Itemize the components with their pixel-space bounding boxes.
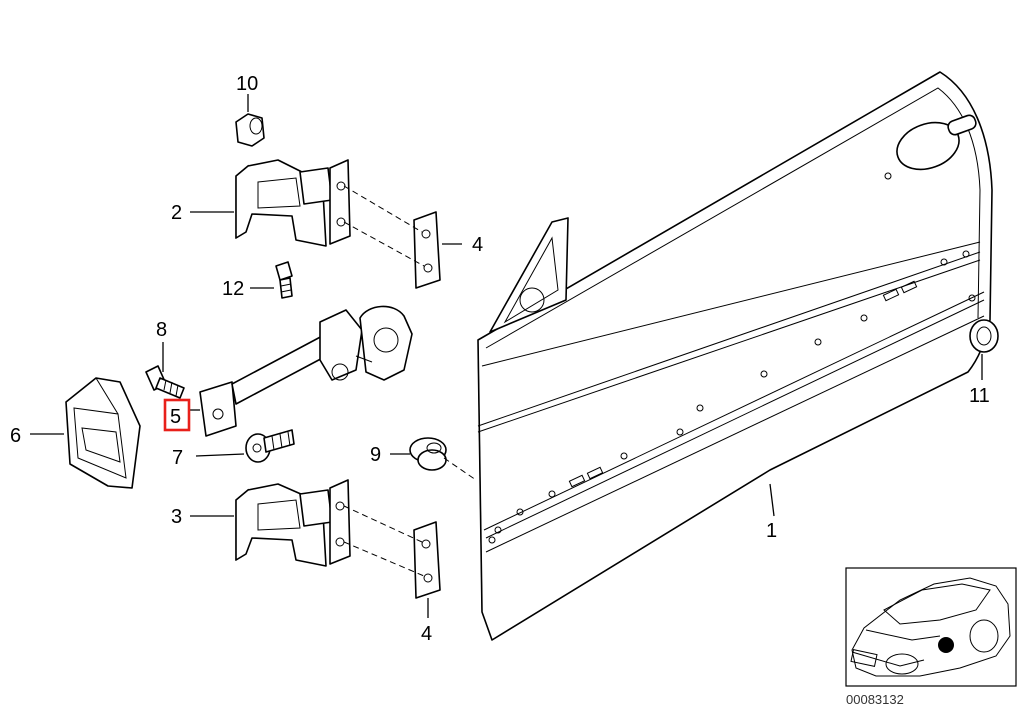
callout-grommet-11: 11 bbox=[969, 385, 990, 407]
callout-door: 1 bbox=[766, 520, 777, 542]
callout-upper-shim: 4 bbox=[472, 234, 483, 256]
nut-10[interactable] bbox=[235, 113, 265, 147]
lower-shim[interactable] bbox=[343, 505, 441, 599]
upper-hinge[interactable] bbox=[235, 159, 351, 247]
callout-lower-shim: 4 bbox=[421, 623, 432, 645]
door-panel[interactable] bbox=[477, 71, 993, 641]
bolt-12[interactable] bbox=[275, 261, 293, 299]
grommet-11[interactable] bbox=[969, 319, 999, 353]
callout-boot: 6 bbox=[10, 425, 21, 447]
rubber-boot[interactable] bbox=[65, 377, 141, 489]
highlight-box bbox=[163, 398, 191, 432]
hex-screw[interactable] bbox=[145, 365, 185, 399]
callout-grommet-9: 9 bbox=[370, 444, 381, 466]
car-location-thumbnail bbox=[845, 567, 1017, 687]
callout-torx-bolt: 7 bbox=[172, 447, 183, 469]
catalog-number: 00083132 bbox=[846, 692, 904, 707]
callout-lower-hinge: 3 bbox=[171, 506, 182, 528]
callout-screw: 8 bbox=[156, 319, 167, 341]
door-check-strap[interactable] bbox=[199, 305, 413, 437]
torx-bolt[interactable] bbox=[245, 429, 295, 463]
leader-lines bbox=[30, 94, 983, 618]
callout-upper-hinge: 2 bbox=[171, 202, 182, 224]
callout-bolt-12: 12 bbox=[222, 278, 244, 300]
upper-shim[interactable] bbox=[343, 185, 441, 289]
grommet-9[interactable] bbox=[409, 437, 477, 481]
callout-nut-10: 10 bbox=[236, 73, 258, 95]
lower-hinge[interactable] bbox=[235, 479, 351, 567]
callout-door-check: 5 bbox=[170, 406, 181, 428]
location-marker bbox=[938, 637, 954, 653]
callout-labels: 1 2 3 4 4 5 6 7 8 9 10 11 12 bbox=[10, 73, 990, 645]
